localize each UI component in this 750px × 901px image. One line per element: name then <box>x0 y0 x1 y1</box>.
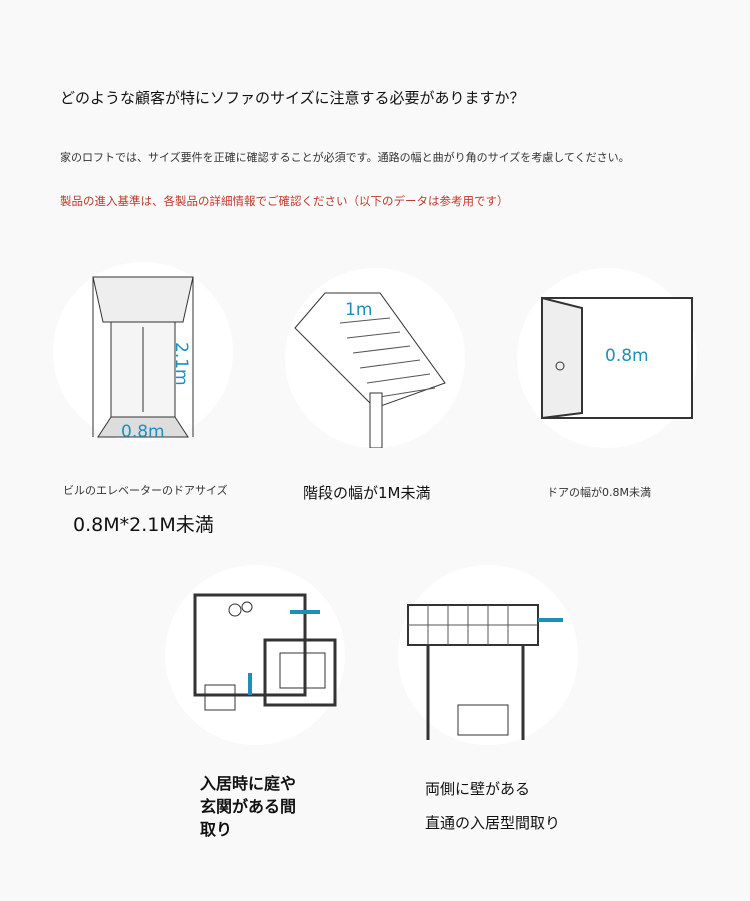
caption-line: 両側に壁がある <box>425 780 531 798</box>
floorplan-garden-caption: 入居時に庭や 玄関がある間 取り <box>200 772 296 841</box>
door-illustration: 0.8m <box>517 268 697 448</box>
floorplan-corridor-caption: 両側に壁がある 直通の入居型間取り <box>425 772 560 840</box>
page-heading: どのような顧客が特にソファのサイズに注意する必要がありますか？ <box>60 89 525 107</box>
door-caption: ドアの幅が0.8M未満 <box>547 486 651 499</box>
floorplan-corridor-illustration <box>398 565 578 745</box>
width-label: 1m <box>345 300 373 320</box>
width-label: 0.8m <box>121 422 165 442</box>
stairs-caption: 階段の幅が1M未満 <box>303 484 431 502</box>
warning-text: 製品の進入基準は、各製品の詳細情報でご確認ください（以下のデータは参考用です） <box>60 194 509 208</box>
stairs-icon <box>294 292 446 448</box>
floorplan-icon <box>407 604 563 740</box>
caption-line: 直通の入居型間取り <box>425 814 561 832</box>
caption-line: 入居時に庭や <box>200 774 297 793</box>
width-label: 0.8m <box>605 346 649 366</box>
height-label: 2.1m <box>171 342 191 386</box>
caption-line: 玄関がある間 <box>200 797 297 816</box>
caption-line: 取り <box>200 820 233 839</box>
elevator-size: 0.8M*2.1M未満 <box>73 514 214 536</box>
elevator-caption: ビルのエレベーターのドアサイズ <box>63 484 228 497</box>
note-text: 家のロフトでは、サイズ要件を正確に確認することが必須です。通路の幅と曲がり角のサ… <box>60 151 630 164</box>
floorplan-garden-illustration <box>165 565 345 745</box>
elevator-illustration: 2.1m 0.8m <box>53 262 233 442</box>
stairs-illustration: 1m <box>285 268 465 448</box>
door-icon <box>541 296 693 420</box>
floorplan-icon <box>193 593 337 711</box>
elevator-icon <box>92 276 194 438</box>
